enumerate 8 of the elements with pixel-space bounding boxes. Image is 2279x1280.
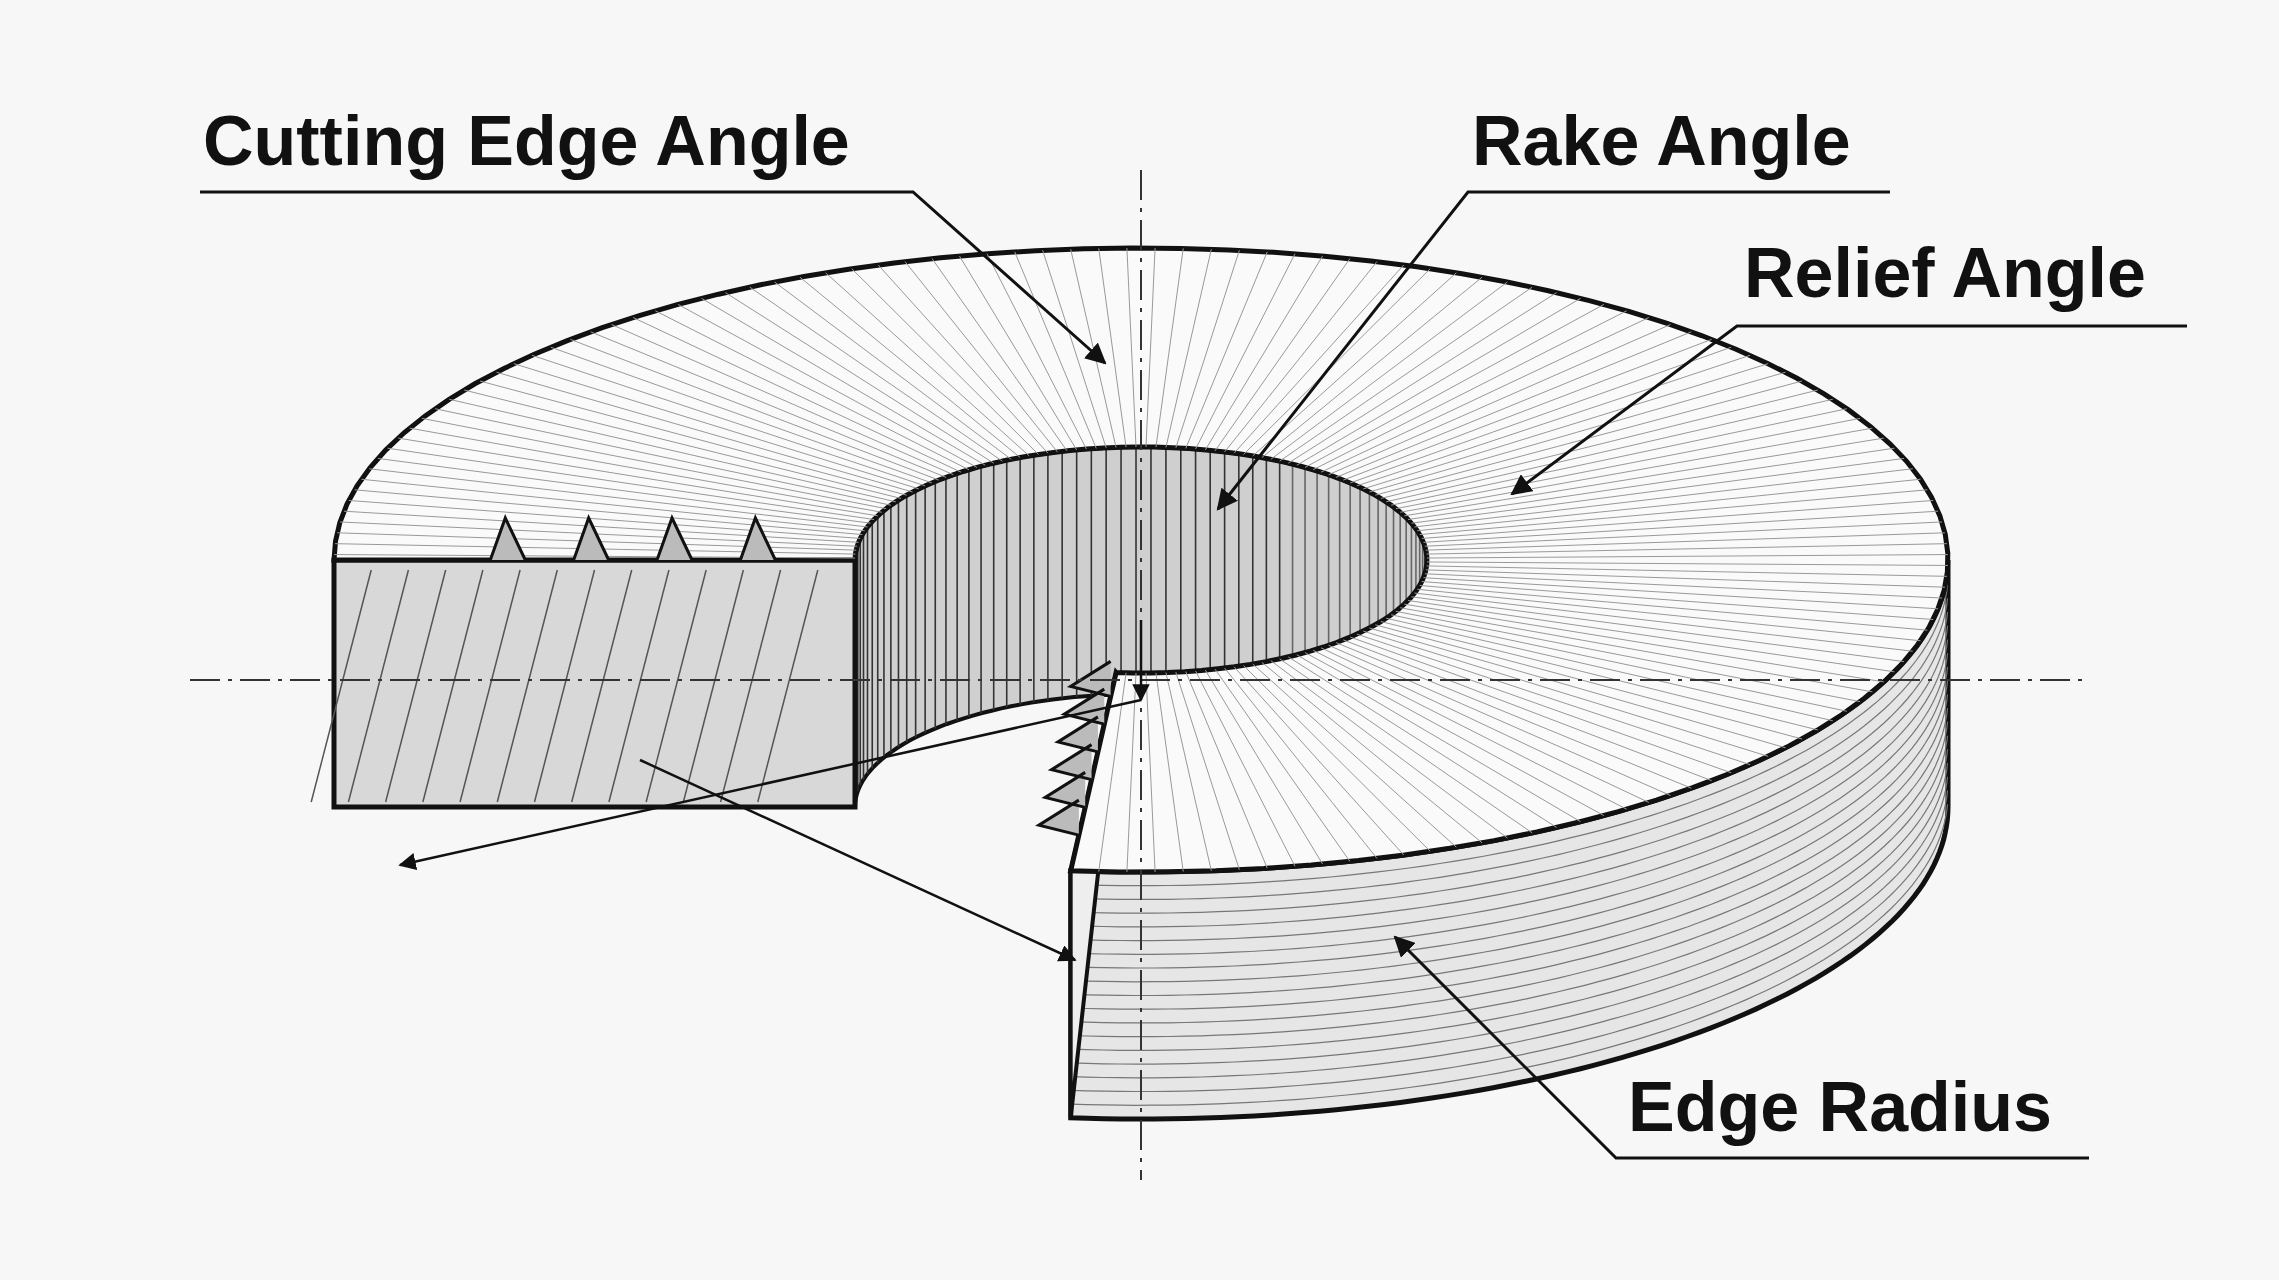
part-label: Rake Angle [1472,101,1851,181]
leader-line [1216,190,1890,511]
leader-line [200,190,1107,365]
part-label: Cutting Edge Angle [203,101,850,181]
leader-line [1393,935,2089,1160]
part-label: Edge Radius [1628,1067,2052,1147]
part-label: Relief Angle [1744,233,2146,313]
leader-line [1510,324,2187,496]
